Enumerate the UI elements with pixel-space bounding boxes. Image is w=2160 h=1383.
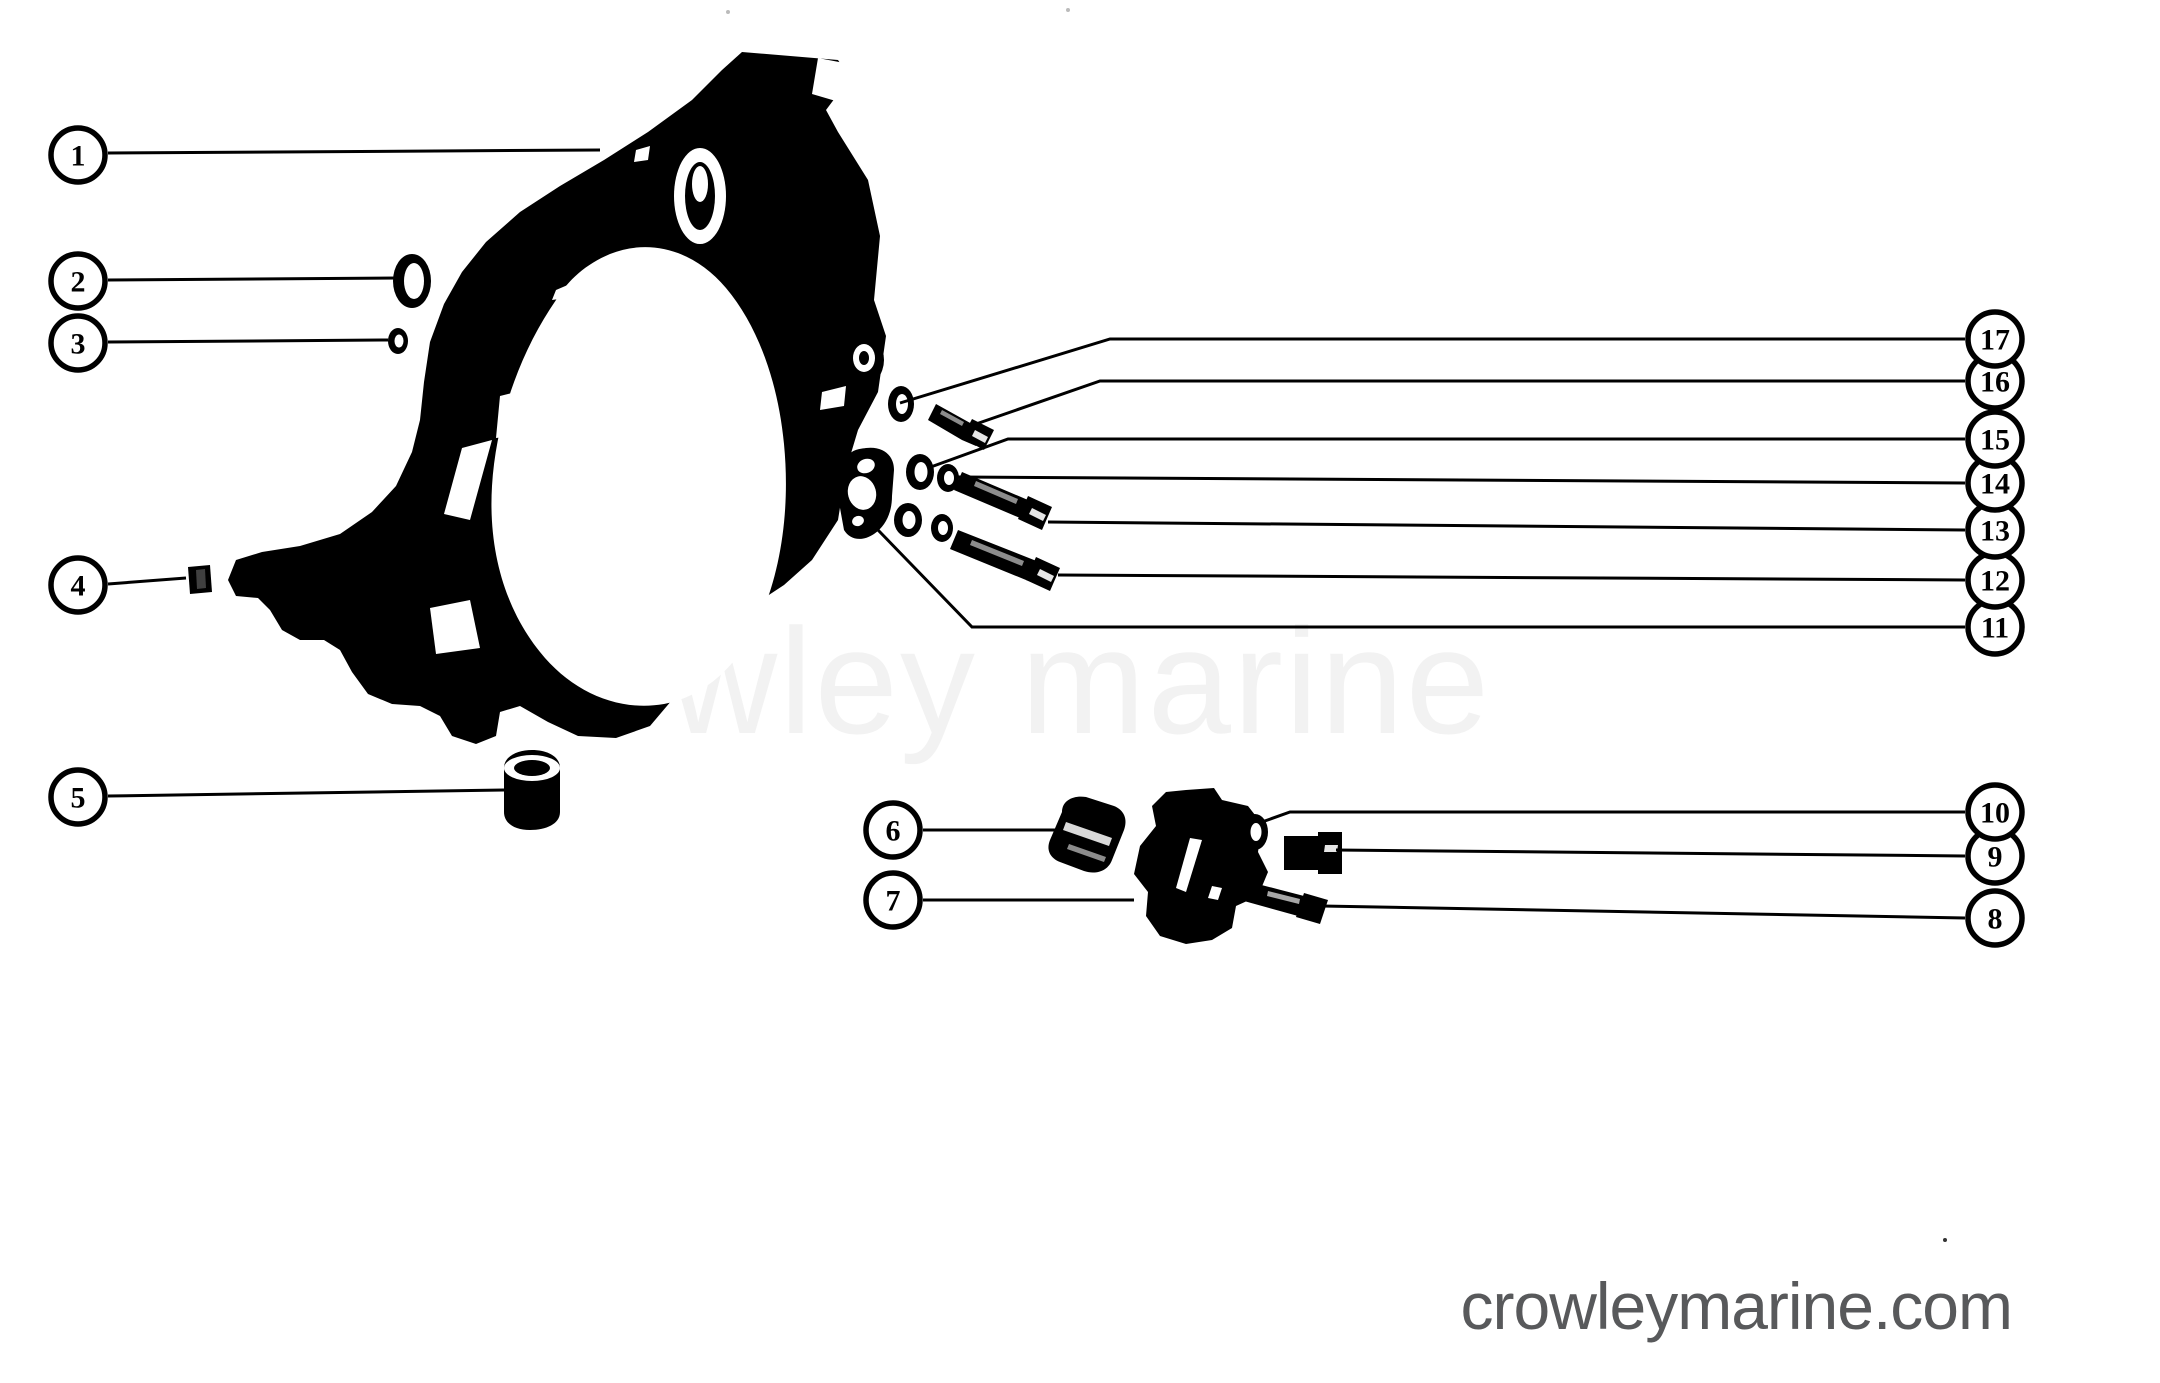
- callout-12[interactable]: 12: [1965, 550, 2025, 610]
- part-lock-washer: [906, 454, 934, 490]
- callout-9-label: 9: [1988, 841, 2003, 874]
- callout-2-label: 2: [71, 266, 86, 299]
- callout-bubbles: 1 2 3 4 5: [48, 125, 2025, 948]
- part-housing-casting: [228, 52, 886, 744]
- leader-14: [957, 475, 1966, 485]
- leader-9: [1335, 848, 1966, 858]
- leader-17: [899, 337, 1965, 405]
- part-dowel-pin: [188, 565, 212, 594]
- callout-4[interactable]: 4: [48, 555, 108, 615]
- leader-1: [107, 148, 601, 155]
- part-bolt-upper: [928, 404, 994, 450]
- callout-10[interactable]: 10: [1965, 782, 2025, 842]
- part-screw-long: [1244, 882, 1328, 924]
- part-pump-body: [1134, 788, 1268, 944]
- callout-5[interactable]: 5: [48, 767, 108, 827]
- callout-5-label: 5: [71, 782, 86, 815]
- callout-6[interactable]: 6: [863, 800, 923, 860]
- leader-11: [876, 528, 1965, 629]
- callout-17[interactable]: 17: [1965, 309, 2025, 369]
- leader-16: [975, 379, 1965, 426]
- leader-8: [1321, 904, 1966, 920]
- leader-5: [107, 788, 505, 798]
- callout-14-label: 14: [1980, 468, 2010, 501]
- part-flat-washer: [1242, 814, 1268, 850]
- callout-8[interactable]: 8: [1965, 888, 2025, 948]
- callout-13[interactable]: 13: [1965, 500, 2025, 560]
- callout-15-label: 15: [1980, 424, 2010, 457]
- part-bolt-long: [950, 530, 1060, 591]
- part-bolt-medium: [954, 472, 1052, 530]
- callout-11-label: 11: [1981, 612, 2009, 645]
- part-impeller-bushing: [1048, 796, 1126, 873]
- callout-15[interactable]: 15: [1965, 409, 2025, 469]
- site-watermark: crowleymarine.com: [1460, 1269, 2013, 1343]
- leader-13: [1047, 520, 1966, 532]
- callout-7-label: 7: [886, 885, 901, 918]
- callout-13-label: 13: [1980, 515, 2010, 548]
- callout-1-label: 1: [71, 140, 86, 173]
- leader-10: [1261, 810, 1965, 824]
- callout-3[interactable]: 3: [48, 313, 108, 373]
- leader-lines: [107, 148, 1966, 920]
- part-gasket: [838, 447, 894, 539]
- callout-17-label: 17: [1980, 324, 2010, 357]
- part-bushing-sleeve: [504, 750, 560, 830]
- leader-2: [107, 276, 399, 282]
- callout-1[interactable]: 1: [48, 125, 108, 185]
- part-washer-small: [937, 464, 959, 492]
- callout-6-label: 6: [886, 815, 901, 848]
- leader-15: [927, 437, 1965, 470]
- callout-3-label: 3: [71, 328, 86, 361]
- part-oil-seal: [393, 254, 431, 308]
- callout-16-label: 16: [1980, 366, 2010, 399]
- callout-4-label: 4: [71, 570, 86, 603]
- part-washer-lower-b: [931, 514, 953, 542]
- part-washer-lower-a: [894, 503, 922, 537]
- leader-12: [1057, 573, 1966, 582]
- leader-3: [107, 338, 389, 344]
- callout-16[interactable]: 16: [1965, 351, 2025, 411]
- callout-14[interactable]: 14: [1965, 453, 2025, 513]
- callout-12-label: 12: [1980, 565, 2010, 598]
- callout-8-label: 8: [1988, 903, 2003, 936]
- callout-10-label: 10: [1980, 797, 2010, 830]
- leader-4: [107, 576, 187, 586]
- callout-7[interactable]: 7: [863, 870, 923, 930]
- callout-2[interactable]: 2: [48, 251, 108, 311]
- part-o-ring: [388, 328, 408, 354]
- part-screw-short: [1284, 832, 1342, 874]
